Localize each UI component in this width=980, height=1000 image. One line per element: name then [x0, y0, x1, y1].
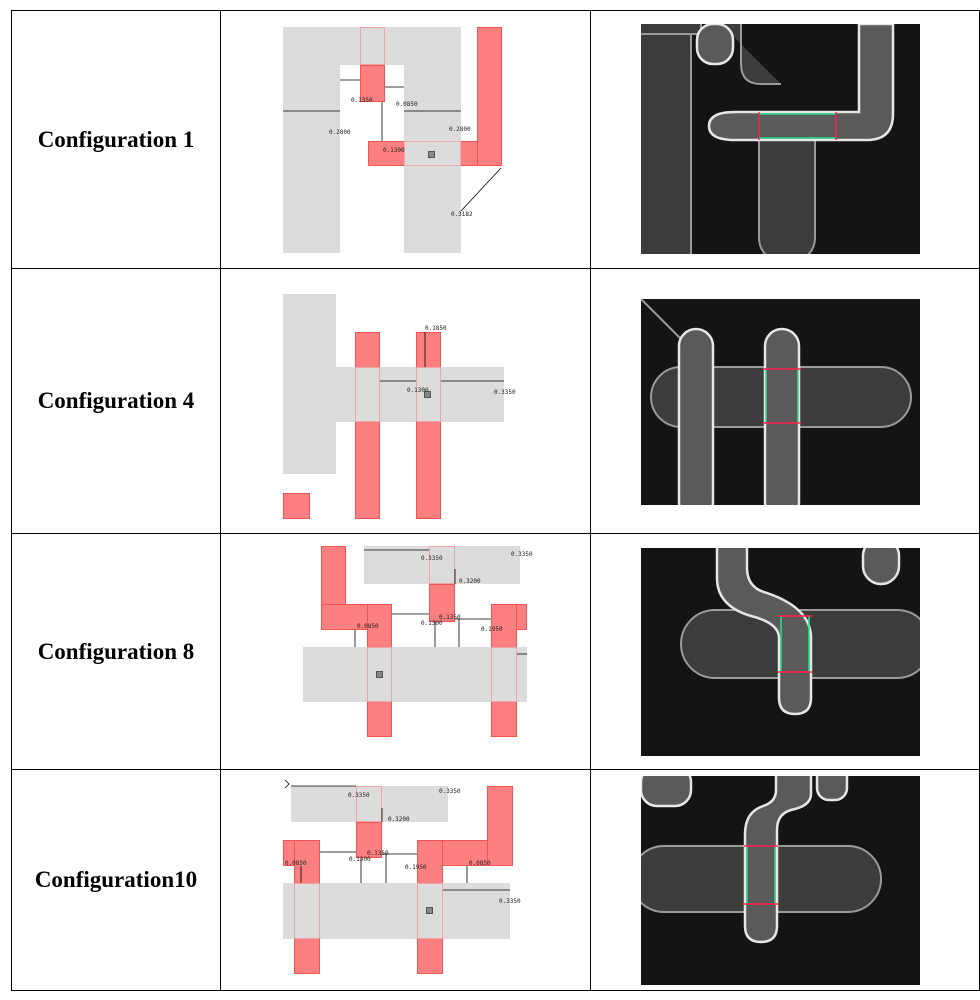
dimension-label: 0.1350	[438, 614, 461, 621]
sem-image-cell	[590, 769, 980, 991]
sem-image	[641, 24, 921, 254]
active-region	[290, 786, 448, 822]
dimension-label: 0.3200	[387, 816, 410, 823]
dimension-arrows	[354, 549, 527, 655]
dimension-label: 0.3350	[498, 898, 521, 905]
config-label: Configuration 8	[11, 533, 221, 770]
dimension-label: 0.3182	[450, 211, 473, 218]
dimension-label: 0.1850	[424, 325, 447, 332]
contact-marker	[427, 151, 435, 158]
gate-overlap	[354, 367, 380, 422]
dimension-label: 0.1300	[406, 387, 429, 394]
contact-marker	[375, 671, 383, 678]
dimension-label: 0.3200	[458, 578, 481, 585]
sem-image-cell	[590, 268, 980, 534]
dimension-label: 0.3350	[510, 551, 533, 558]
active-region	[282, 294, 336, 474]
dimension-arrows	[284, 779, 510, 891]
sem-image	[641, 776, 921, 985]
poly-gate	[415, 332, 441, 519]
active-region	[363, 546, 520, 584]
dimension-label: 0.3350	[347, 792, 370, 799]
dimension-arrows	[379, 332, 504, 382]
table-row: Configuration 1	[11, 10, 980, 269]
poly-outline	[428, 546, 455, 584]
dimension-label: 0.3350	[493, 389, 516, 396]
dimension-label: 0.3350	[438, 788, 461, 795]
contact-marker	[425, 907, 433, 914]
active-region	[302, 647, 527, 702]
configuration-table: Configuration 1	[11, 10, 980, 991]
dimension-arrows	[282, 79, 502, 212]
config-label: Configuration10	[11, 769, 221, 991]
poly-gate	[476, 27, 502, 166]
active-region	[282, 883, 510, 939]
sem-image-cell	[590, 533, 980, 770]
active-region	[403, 27, 461, 253]
poly-gate	[486, 786, 513, 866]
config-label: Configuration 4	[11, 268, 221, 534]
layout-diagram: 0.1850 0.1300 0.3350	[219, 268, 592, 534]
sem-image	[641, 548, 921, 756]
sem-image-cell	[590, 10, 980, 269]
dimension-label: 0.2800	[328, 129, 351, 136]
dimension-label: 0.1300	[382, 147, 405, 154]
dimension-label: 0.0850	[395, 101, 418, 108]
table-row: Configuration 4 0.1850	[11, 268, 980, 534]
gate-overlap	[490, 647, 517, 702]
poly-gate	[428, 584, 455, 622]
layout-diagram: 0.3350 0.3350 0.3200 0.0850 0.1300 0.135…	[219, 769, 592, 991]
sem-image	[641, 299, 921, 505]
config-label: Configuration 1	[11, 10, 221, 269]
layout-diagram: 0.3350 0.3350 0.3200 0.0850 0.1300 0.135…	[219, 533, 592, 770]
poly-outline	[355, 786, 382, 822]
poly-outline	[359, 27, 385, 65]
dimension-label: 0.1950	[404, 864, 427, 871]
contact-marker	[423, 391, 431, 398]
dimension-label: 0.0850	[468, 860, 491, 867]
poly-gate	[359, 65, 385, 102]
dimension-label: 0.3350	[420, 555, 443, 562]
dimension-label: 0.0850	[356, 623, 379, 630]
dimension-label: 0.0850	[284, 860, 307, 867]
gate-overlap	[415, 367, 441, 422]
poly-gate	[355, 822, 382, 858]
gate-overlap	[293, 883, 320, 939]
table-row: Configuration 8	[11, 533, 980, 770]
poly-gate	[354, 332, 380, 519]
dimension-label: 0.1350	[366, 850, 389, 857]
dimension-label: 0.1300	[420, 620, 443, 627]
dimension-label: 0.1350	[350, 97, 373, 104]
layout-diagram: 0.1350 0.0850 0.2800 0.2800 0.1300 0.318…	[219, 10, 592, 269]
dimension-label: 0.1950	[480, 626, 503, 633]
poly-gate	[282, 493, 310, 519]
table-row: Configuration10	[11, 769, 980, 991]
dimension-label: 0.1300	[348, 856, 371, 863]
dimension-label: 0.2800	[448, 126, 471, 133]
